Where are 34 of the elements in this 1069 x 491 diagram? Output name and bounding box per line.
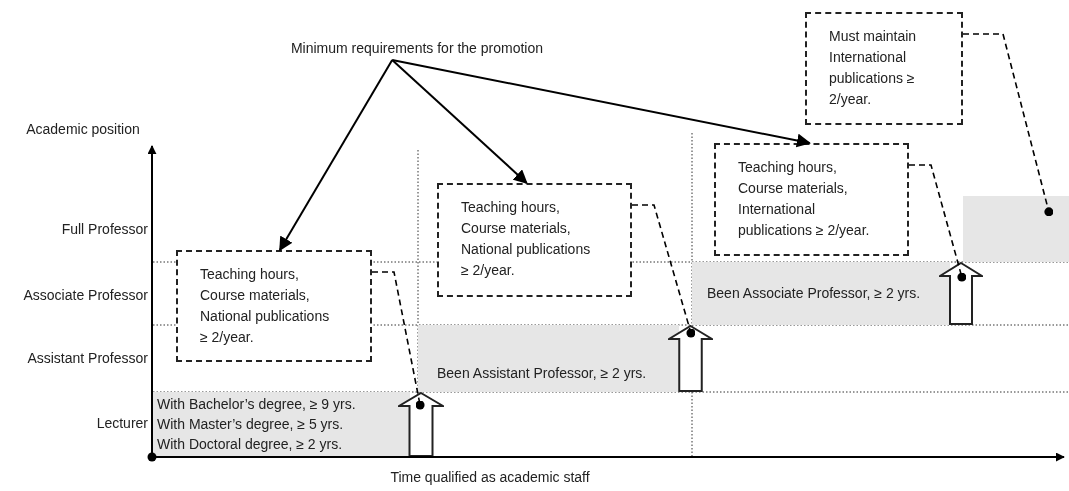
shaded-band bbox=[963, 196, 1069, 262]
leader-line bbox=[908, 164, 967, 282]
promotion-block-arrow bbox=[398, 392, 444, 457]
requirement-text: Teaching hours, Course materials, National publications ≥ 2/year. bbox=[200, 265, 331, 347]
band-text: With Bachelor’s degree, ≥ 9 yrs. bbox=[157, 395, 357, 414]
promotion-block-arrow bbox=[668, 325, 713, 392]
band-text: Been Assistant Professor, ≥ 2 yrs. bbox=[437, 364, 648, 383]
position-label: Lecturer bbox=[96, 414, 148, 432]
dashed-requirement-box bbox=[437, 183, 632, 297]
axis-title: Academic position bbox=[26, 120, 140, 138]
leader-line bbox=[962, 33, 1054, 217]
dashed-requirement-box bbox=[176, 250, 372, 362]
axis-title: Time qualified as academic staff bbox=[390, 468, 590, 486]
shaded-band bbox=[153, 392, 410, 456]
arrow bbox=[278, 59, 394, 252]
leader-line bbox=[631, 204, 696, 338]
arrow bbox=[391, 59, 811, 148]
dashed-requirement-box bbox=[714, 143, 909, 256]
shaded-band bbox=[692, 262, 950, 325]
position-label: Associate Professor bbox=[23, 286, 148, 304]
requirement-text: Teaching hours, Course materials, National publications ≥ 2/year. bbox=[461, 198, 592, 280]
shaded-band bbox=[418, 325, 679, 392]
requirement-text: Teaching hours, Course materials, International publications ≥ 2/year. bbox=[738, 158, 871, 240]
heading-text: Minimum requirements for the promotion bbox=[262, 36, 572, 60]
position-label: Full Professor bbox=[61, 220, 148, 238]
requirement-text: Must maintain International publications ≥ 2/year. bbox=[829, 27, 918, 109]
leader-line bbox=[371, 271, 425, 410]
dashed-requirement-box bbox=[805, 12, 963, 125]
band-text: With Doctoral degree, ≥ 2 yrs. bbox=[157, 435, 344, 454]
band-text: With Master’s degree, ≥ 5 yrs. bbox=[157, 415, 345, 434]
band-text: Been Associate Professor, ≥ 2 yrs. bbox=[707, 284, 922, 303]
promotion-block-arrow bbox=[939, 262, 983, 325]
position-label: Assistant Professor bbox=[27, 349, 148, 367]
arrow bbox=[391, 59, 528, 184]
